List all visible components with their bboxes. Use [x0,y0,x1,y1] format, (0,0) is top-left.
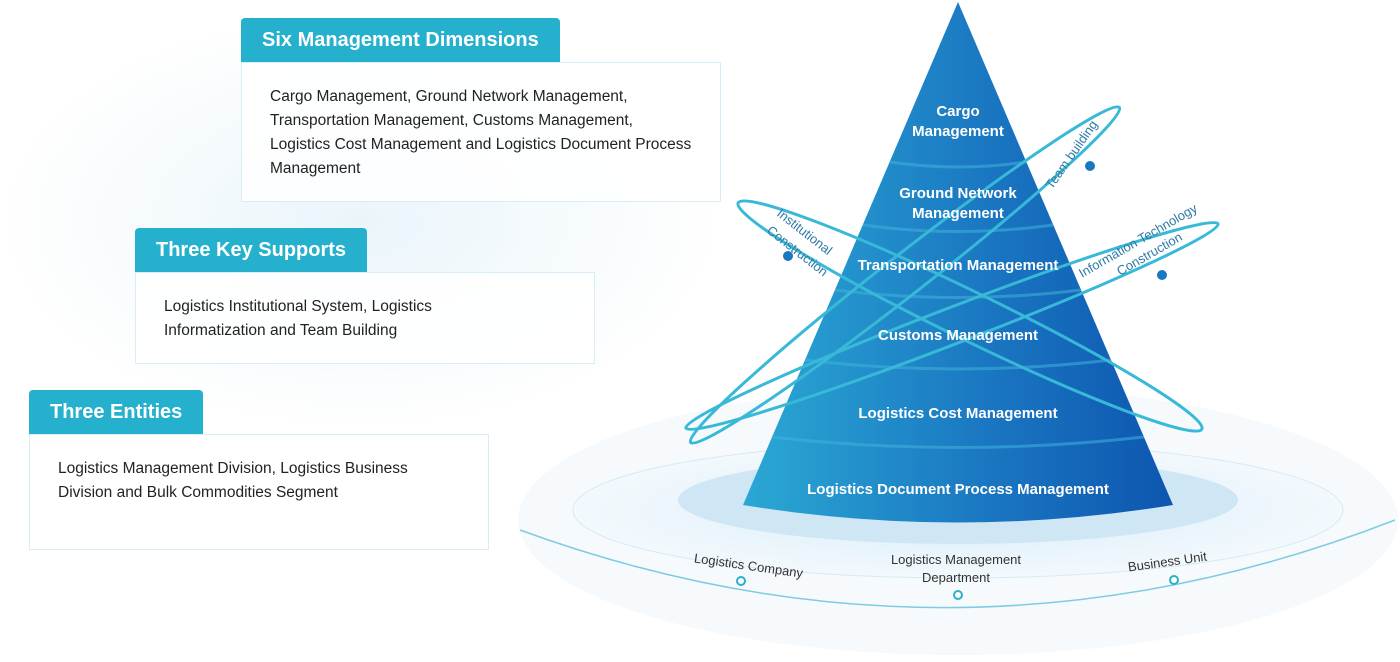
card-text: Logistics Institutional System, Logistic… [164,298,432,339]
card-six-dimensions: Cargo Management, Ground Network Managem… [241,18,721,202]
base-node [953,590,963,600]
layer-ground-network: Ground Network [899,185,1017,202]
orbit-node [1157,270,1167,280]
orbit-node [1085,161,1095,171]
card-body: Logistics Institutional System, Logistic… [135,272,595,364]
layer-document-process: Logistics Document Process Management [807,481,1109,498]
card-three-entities: Logistics Management Division, Logistics… [29,390,489,550]
card-title: Six Management Dimensions [241,18,560,62]
card-title: Three Entities [29,390,204,434]
card-text: Logistics Management Division, Logistics… [58,460,408,501]
card-three-supports: Logistics Institutional System, Logistic… [135,228,595,364]
card-title: Three Key Supports [135,228,368,272]
layer-customs: Customs Management [878,327,1038,344]
card-body: Logistics Management Division, Logistics… [29,434,489,550]
layer-logistics-cost: Logistics Cost Management [858,405,1057,422]
base-label-management-dept: Logistics Management [891,552,1021,567]
pyramid [743,2,1173,523]
base-node [1169,575,1179,585]
card-text: Cargo Management, Ground Network Managem… [270,88,692,177]
layer-transportation: Transportation Management [858,257,1059,274]
base-node [736,576,746,586]
layer-cargo: Management [912,123,1004,140]
base-label-management-dept: Department [922,570,990,585]
card-body: Cargo Management, Ground Network Managem… [241,62,721,202]
layer-ground-network: Management [912,205,1004,222]
base-orbit [519,519,1396,609]
orbits [684,105,1220,445]
layer-dividers [771,160,1145,449]
orbit-node [783,251,793,261]
layer-cargo: Cargo [936,103,979,120]
